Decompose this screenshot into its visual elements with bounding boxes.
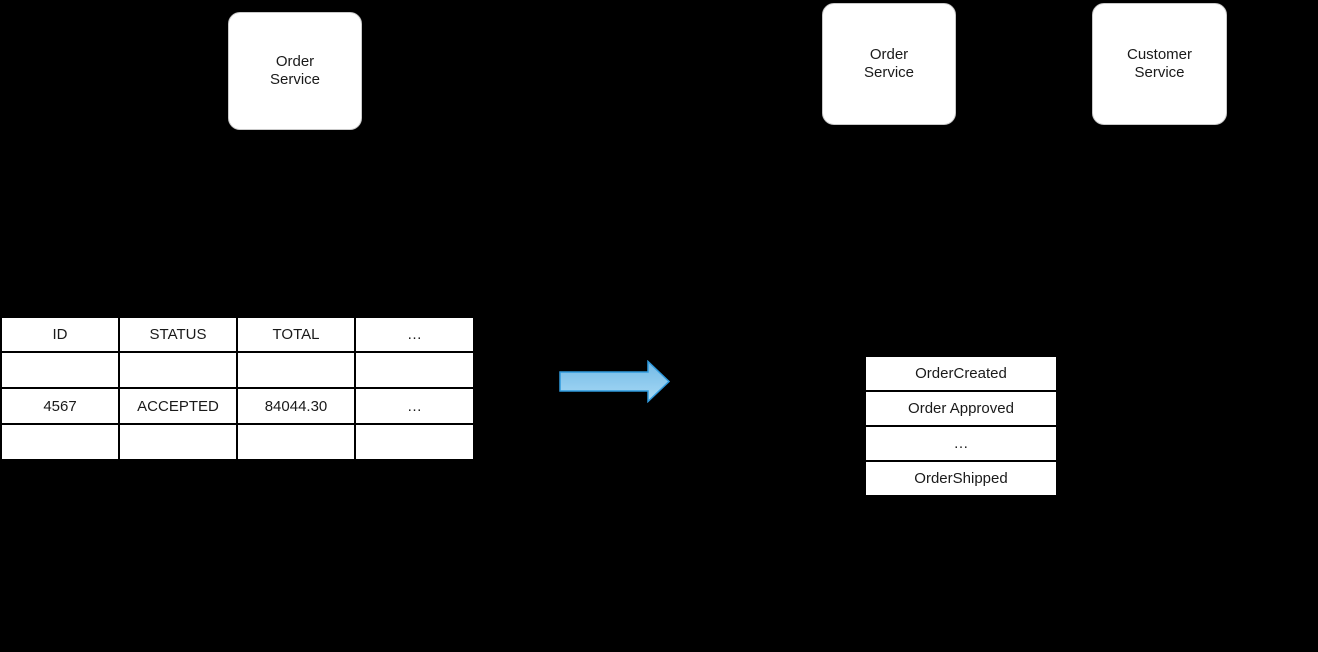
order-table-cell-id: 4567 (2, 389, 118, 423)
order-table-cell-status: ACCEPTED (120, 389, 236, 423)
order-table-cell (238, 353, 354, 387)
customer-service-label-line2: Service (1134, 64, 1185, 81)
event-item-ellipsis: … (866, 427, 1056, 460)
order-table-header-id: ID (2, 318, 118, 351)
order-table-cell-more: … (356, 389, 473, 423)
order-service-box-left: Order Service (228, 12, 362, 130)
right-arrow-icon (559, 360, 671, 403)
event-item-order-approved: Order Approved (866, 392, 1056, 425)
order-table-cell (238, 425, 354, 459)
order-table-cell (120, 425, 236, 459)
event-item-order-created: OrderCreated (866, 357, 1056, 390)
order-service-box-right: Order Service (822, 3, 956, 125)
customer-service-box: Customer Service (1092, 3, 1227, 125)
order-table-cell (120, 353, 236, 387)
order-table-cell (356, 353, 473, 387)
order-table-header-total: TOTAL (238, 318, 354, 351)
order-service-label-line2: Service (863, 64, 915, 81)
order-service-label-line2: Service (269, 71, 321, 88)
order-service-label-line1: Order (275, 53, 315, 70)
order-table: ID STATUS TOTAL … 4567 ACCEPTED 84044.30… (2, 318, 473, 459)
customer-service-label-line1: Customer (1126, 46, 1193, 63)
order-table-cell (2, 425, 118, 459)
event-list: OrderCreated Order Approved … OrderShipp… (866, 357, 1056, 496)
right-arrow-shape (559, 360, 671, 403)
order-table-cell-total: 84044.30 (238, 389, 354, 423)
order-table-cell (2, 353, 118, 387)
event-item-order-shipped: OrderShipped (866, 462, 1056, 495)
order-service-label-line1: Order (869, 46, 909, 63)
order-table-cell (356, 425, 473, 459)
order-table-header-more: … (356, 318, 473, 351)
order-table-header-status: STATUS (120, 318, 236, 351)
